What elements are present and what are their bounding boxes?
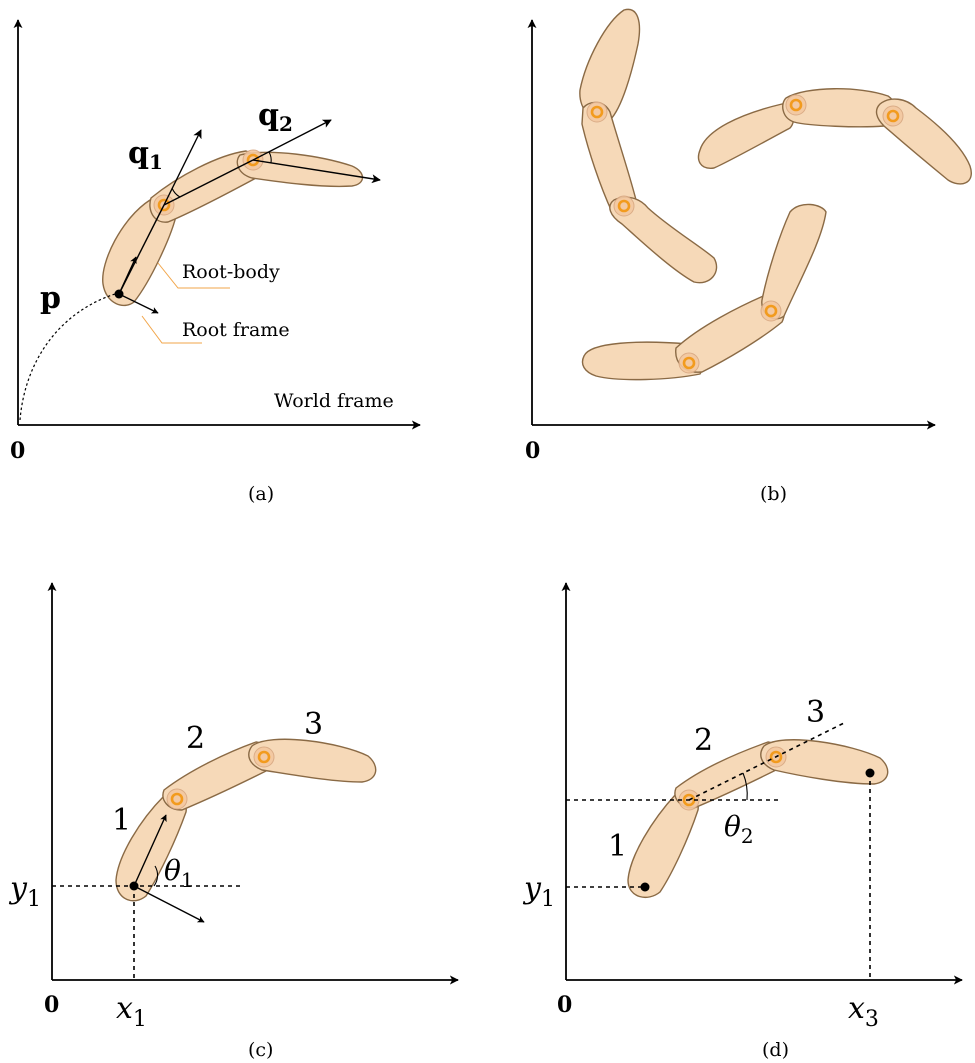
normal-vector [133,885,205,923]
world-frame-label: World frame [274,390,394,412]
worm-body [115,738,377,902]
p-label: p [40,281,61,316]
joint-2 [246,153,260,167]
body-axis-3 [252,159,381,184]
joint-2 [764,304,778,318]
angle-arc-q2 [268,151,272,164]
segment-1 [627,791,699,899]
caption-c: (c) [248,1039,273,1061]
worm-3 [581,203,827,381]
segment-1 [581,341,705,381]
caption-d: (d) [762,1039,789,1061]
joint-halo [785,94,807,116]
q2-vector [252,119,332,161]
root-frame-x [118,256,137,295]
leader-root-frame [141,315,202,344]
tip-point [865,768,875,778]
body-axis-2 [163,159,254,206]
x-value-label: x3 [848,991,879,1032]
joint-1 [789,98,803,112]
y-value-label: y1 [8,871,41,912]
segment-axis-guide [688,721,847,801]
segment-2-label: 2 [694,723,713,758]
leader-root-body [157,262,230,289]
root-frame-label: Root frame [182,319,290,341]
joint-2 [617,199,631,213]
origin-label: 0 [557,992,572,1018]
joint-halo [166,788,188,810]
joint-halo [760,300,782,322]
segment-3 [760,739,889,785]
theta-arc [742,772,748,801]
caption-b: (b) [760,483,787,505]
root-frame-y [118,293,159,314]
worm-1 [579,8,718,284]
segment-1 [697,103,795,169]
joint-2 [769,750,783,764]
trajectory-path [19,293,116,421]
root-point [129,881,139,891]
worm-body [627,739,889,899]
joint-1 [157,198,171,212]
joint-halo [613,195,635,217]
segment-1-label: 1 [608,829,627,864]
panel-a: 0 World frame (a) Root-body Root frame p… [10,19,421,505]
panel-b: 0 (b) [525,8,972,505]
theta-arc [153,865,159,887]
segment-3-label: 3 [806,695,825,730]
origin-label: 0 [10,438,25,464]
origin-label: 0 [44,992,59,1018]
joint-halo [882,105,904,127]
segment-3-label: 3 [304,707,323,742]
x-value-label: x1 [116,991,147,1032]
joint-halo [586,101,608,123]
panel-c: 0 (c) 1 2 3 θ1 x1 y1 [8,582,459,1061]
angle-arc-q1 [171,187,181,198]
segment-3 [236,151,364,188]
theta-label: θ1 [164,854,194,892]
joint-halo [678,352,700,374]
q2-label: q2 [258,98,293,136]
segment-1-label: 1 [112,803,131,838]
joint-1 [682,356,696,370]
joint-1 [590,105,604,119]
theta-label: θ2 [724,810,754,848]
q1-label: q1 [128,136,163,174]
heading-vector [133,814,167,887]
segment-3 [248,738,377,783]
root-body-label: Root-body [182,261,280,283]
segment-3 [609,196,718,284]
joint-halo [253,746,275,768]
root-point [114,289,124,299]
y-value-label: y1 [522,871,555,912]
joint-2 [257,750,271,764]
root-point [640,882,650,892]
joint-2 [886,109,900,123]
segment-2-label: 2 [186,721,205,756]
q1-vector [163,129,202,206]
caption-a: (a) [248,483,274,505]
worm-2 [697,88,972,185]
origin-label: 0 [525,438,540,464]
joint-1 [170,792,184,806]
panel-d: 0 (d) 1 2 3 θ2 x3 y1 [522,582,963,1061]
